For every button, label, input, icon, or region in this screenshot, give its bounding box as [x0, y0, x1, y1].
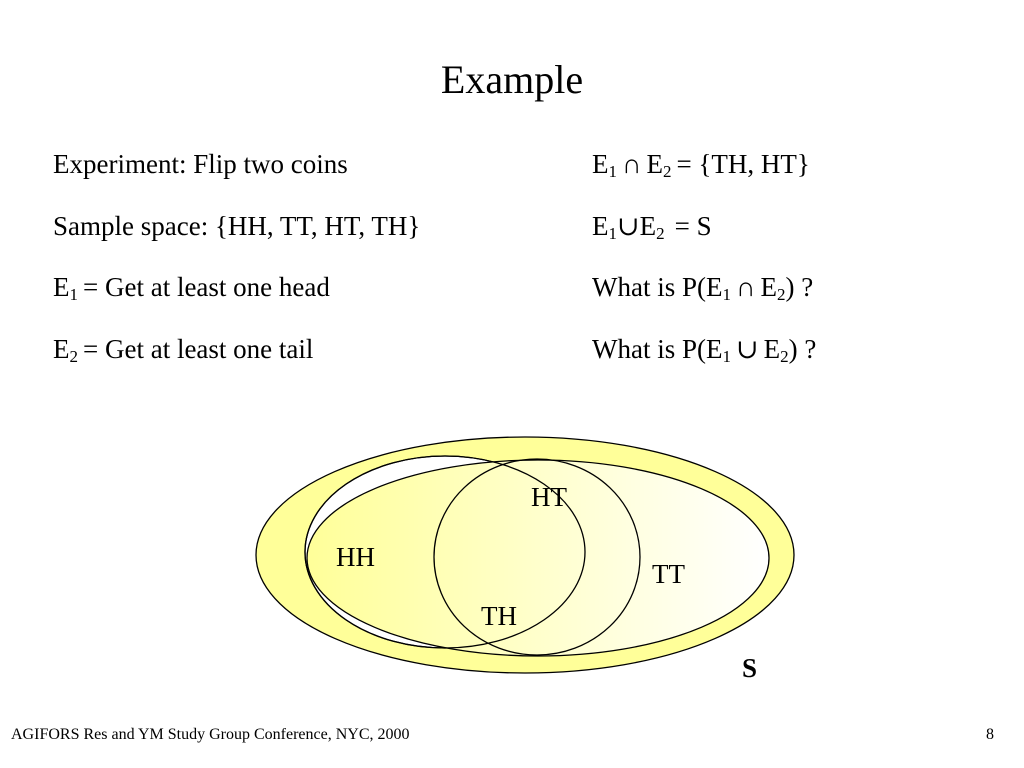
footer-conference: AGIFORS Res and YM Study Group Conferenc… — [11, 726, 410, 743]
footer-page-number: 8 — [986, 726, 994, 743]
intersection-ellipse — [433, 458, 641, 656]
event-e2-definition: E2= Get at least one tail — [53, 333, 313, 365]
question-union: What is P(E1∪E2) ? — [592, 333, 816, 365]
outcome-hh-label: HH — [336, 542, 375, 572]
qi-sub1: 1 — [722, 285, 731, 304]
int-rest: = {TH, HT} — [676, 149, 810, 179]
event-e1-outline — [304, 455, 586, 649]
e2-subscript: 2 — [69, 347, 79, 366]
intersection-symbol: ∩ — [622, 149, 642, 179]
uni-e2: E — [639, 211, 657, 241]
qu-prefix: What is P(E — [592, 334, 723, 364]
e2-symbol: E — [53, 334, 70, 364]
event-e1-definition: E1= Get at least one head — [53, 271, 330, 303]
e2-definition-text: = Get at least one tail — [83, 334, 314, 364]
slide-title: Example — [440, 57, 584, 102]
e1-subscript: 1 — [69, 285, 79, 304]
qi-e2: E — [760, 272, 777, 302]
event-e2-ellipse — [306, 459, 770, 657]
qu-sub1: 1 — [722, 347, 731, 366]
uni-e1: E — [592, 211, 609, 241]
intersection-statement: E1∩E2= {TH, HT} — [592, 148, 810, 180]
outcome-th-label: TH — [481, 601, 517, 631]
union-symbol: ∪ — [617, 211, 640, 241]
int-e1: E — [592, 149, 609, 179]
qi-prefix: What is P(E — [592, 272, 723, 302]
qi-suffix: ) ? — [785, 272, 814, 302]
qi-intersection-symbol: ∩ — [735, 272, 756, 302]
sample-space-label: S — [742, 653, 757, 683]
int-e2: E — [646, 149, 664, 179]
qu-sub2: 2 — [780, 347, 789, 366]
int-sub2: 2 — [663, 162, 672, 181]
uni-sub1: 1 — [608, 224, 618, 243]
question-intersection: What is P(E1∩E2) ? — [592, 271, 813, 303]
uni-rest: = S — [674, 211, 712, 241]
uni-sub2: 2 — [656, 224, 665, 243]
int-sub1: 1 — [608, 162, 618, 181]
e1-symbol: E — [53, 272, 70, 302]
sample-space-text: Sample space: {HH, TT, HT, TH} — [53, 211, 421, 241]
qu-union-symbol: ∪ — [735, 334, 759, 364]
qi-sub2: 2 — [776, 285, 786, 304]
outcome-ht-label: HT — [531, 482, 567, 512]
qu-suffix: ) ? — [788, 334, 817, 364]
qu-e2: E — [763, 334, 781, 364]
union-statement: E1∪E2= S — [592, 210, 712, 242]
outcome-tt-label: TT — [652, 559, 685, 589]
experiment-text: Experiment: Flip two coins — [53, 149, 348, 179]
e1-definition-text: = Get at least one head — [83, 272, 330, 302]
